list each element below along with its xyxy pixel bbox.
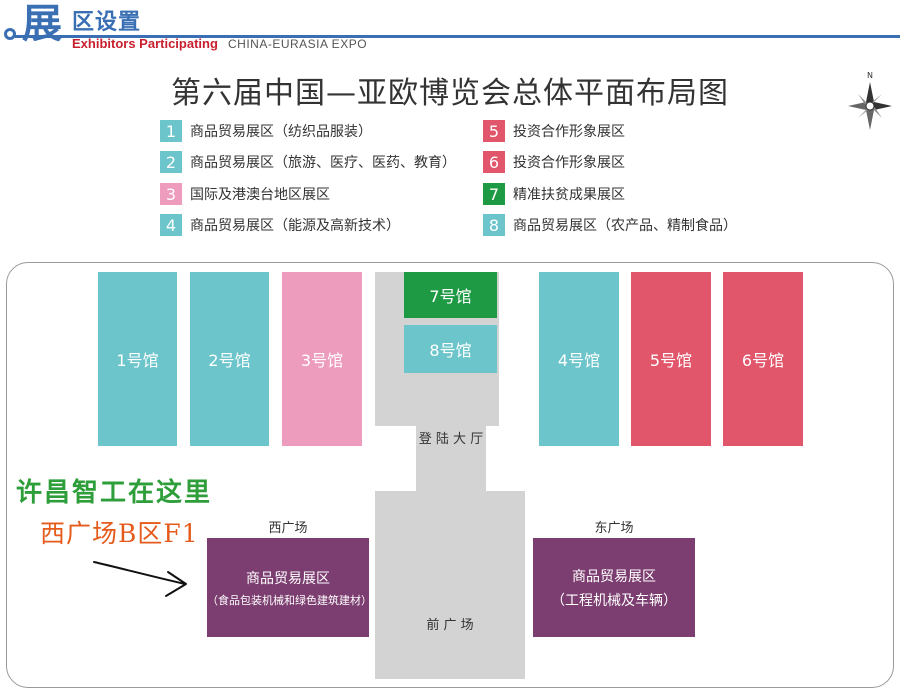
legend-text: 精准扶贫成果展区	[513, 187, 625, 203]
west-zone-subtitle: （食品包装机械和绿色建筑建材）	[207, 593, 372, 607]
annotation-arrow-icon	[93, 561, 187, 597]
header-en-title: Exhibitors Participating	[72, 36, 218, 51]
header-dot	[4, 28, 16, 40]
lobby-area	[416, 426, 486, 496]
lobby-label: 登 陆 大 厅	[418, 432, 484, 447]
legend-text: 投资合作形象展区	[513, 124, 625, 140]
header-expo-name: CHINA-EURASIA EXPO	[228, 37, 368, 51]
header-big-char: 展	[22, 0, 62, 47]
legend-text: 投资合作形象展区	[513, 155, 625, 171]
map-frame	[6, 262, 894, 688]
annotation-line2: 西广场B区F1	[40, 519, 199, 548]
west-zone-title: 商品贸易展区	[246, 570, 330, 587]
legend-item: 6 投资合作形象展区	[483, 150, 625, 174]
header-rule	[15, 35, 900, 38]
legend-item: 7 精准扶贫成果展区	[483, 182, 625, 206]
compass-north-label: N	[867, 71, 873, 80]
legend-text: 国际及港澳台地区展区	[190, 187, 330, 203]
legend-number: 4	[160, 214, 182, 236]
east-plaza-label: 东广场	[594, 521, 634, 536]
legend-item: 3 国际及港澳台地区展区	[160, 182, 330, 206]
legend-item: 5 投资合作形象展区	[483, 119, 625, 143]
east-zone-subtitle: （工程机械及车辆）	[551, 592, 677, 609]
east-zone-title: 商品贸易展区	[572, 568, 656, 585]
legend-number: 1	[160, 120, 182, 142]
front-plaza-area	[375, 491, 525, 679]
hall-7[interactable]: 7号馆	[404, 272, 497, 318]
west-plaza-label: 西广场	[268, 521, 308, 536]
legend-item: 2 商品贸易展区（旅游、医疗、医药、教育）	[160, 150, 456, 174]
hall-1[interactable]: 1号馆	[98, 272, 177, 446]
legend-number: 8	[483, 214, 505, 236]
hall-5[interactable]: 5号馆	[631, 272, 711, 446]
legend-number: 3	[160, 183, 182, 205]
page-title: 第六届中国—亚欧博览会总体平面布局图	[171, 76, 729, 111]
header-cn-title: 区设置	[72, 10, 142, 35]
hall-8[interactable]: 8号馆	[404, 325, 497, 373]
legend-item: 8 商品贸易展区（农产品、精制食品）	[483, 213, 737, 237]
compass-icon: N	[846, 70, 894, 132]
legend-text: 商品贸易展区（旅游、医疗、医药、教育）	[190, 155, 456, 171]
legend-text: 商品贸易展区（农产品、精制食品）	[513, 218, 737, 234]
legend-item: 1 商品贸易展区（纺织品服装）	[160, 119, 372, 143]
front-plaza-label: 前 广 场	[426, 618, 474, 633]
legend-number: 5	[483, 120, 505, 142]
hall-6[interactable]: 6号馆	[723, 272, 803, 446]
legend-item: 4 商品贸易展区（能源及高新技术）	[160, 213, 400, 237]
legend-number: 7	[483, 183, 505, 205]
hall-3[interactable]: 3号馆	[282, 272, 362, 446]
west-plaza-zone[interactable]: 商品贸易展区 （食品包装机械和绿色建筑建材）	[207, 538, 372, 637]
hall-4[interactable]: 4号馆	[539, 272, 619, 446]
legend-number: 6	[483, 151, 505, 173]
annotation-line1: 许昌智工在这里	[16, 478, 213, 508]
legend-text: 商品贸易展区（纺织品服装）	[190, 124, 372, 140]
east-plaza-zone[interactable]: 商品贸易展区 （工程机械及车辆）	[533, 538, 695, 637]
legend-text: 商品贸易展区（能源及高新技术）	[190, 218, 400, 234]
legend-number: 2	[160, 151, 182, 173]
hall-2[interactable]: 2号馆	[190, 272, 269, 446]
